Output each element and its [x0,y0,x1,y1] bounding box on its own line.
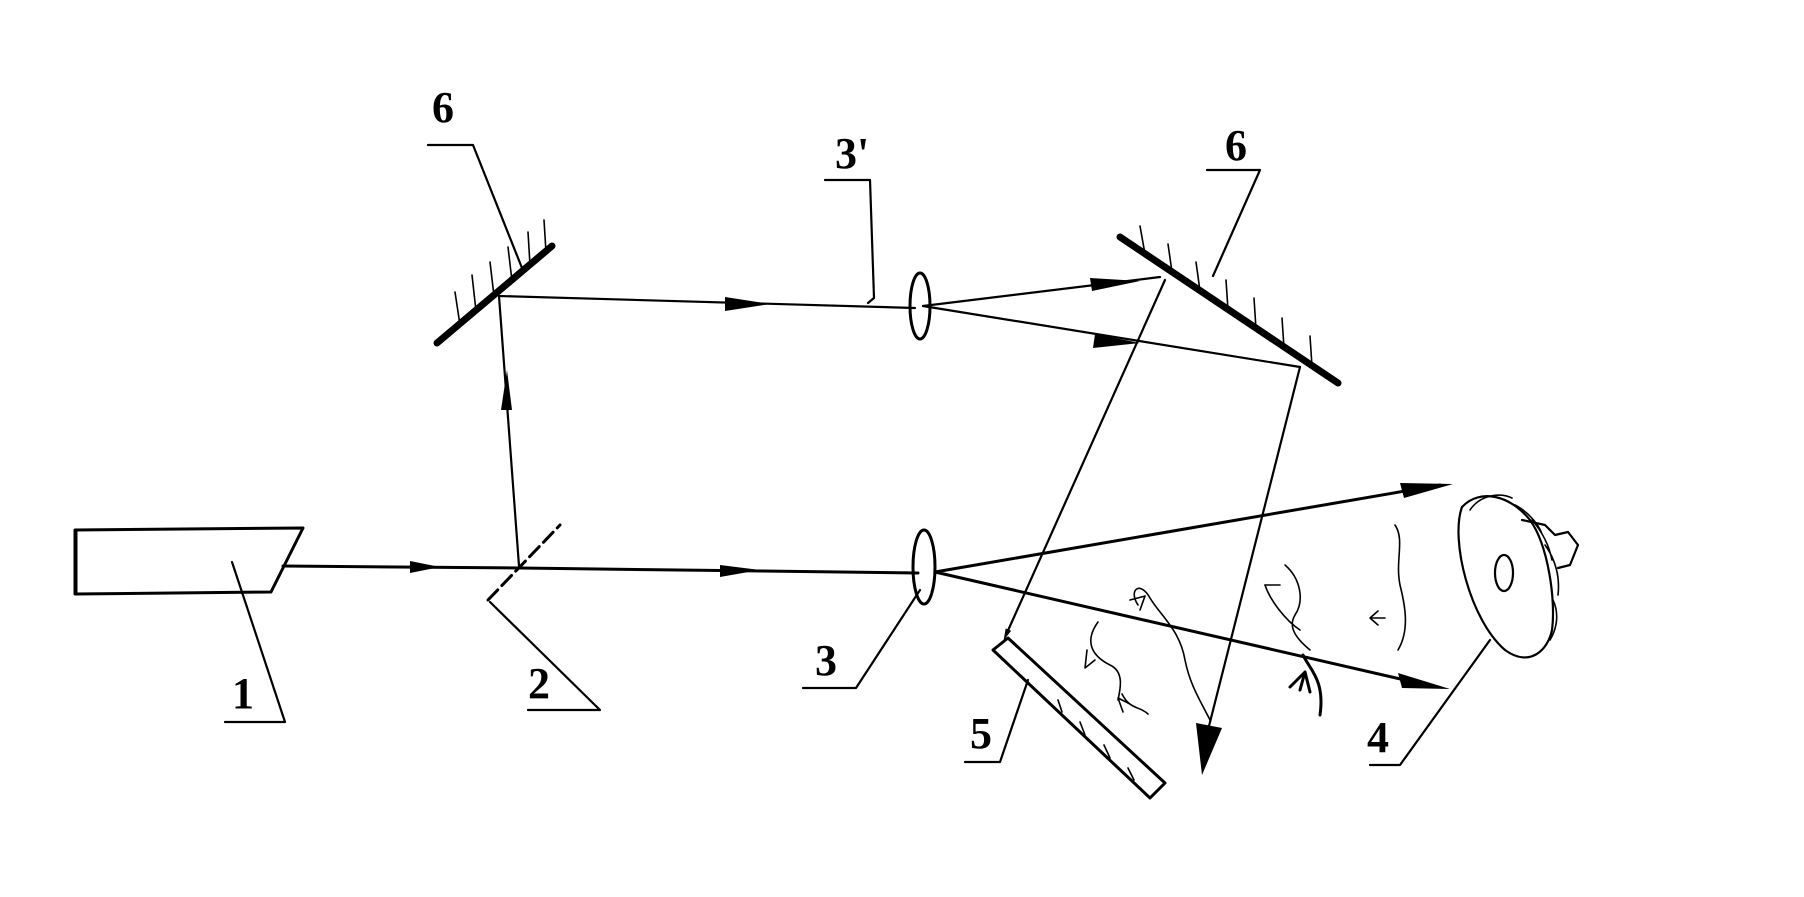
beam-arrow-3 [501,370,512,410]
lens-object [911,528,937,606]
label-plate: 5 [970,709,992,758]
leader-lines [223,143,1492,767]
beam-arrow-7 [1196,723,1222,775]
mirror-left [433,219,556,347]
beam-splitter-to-lens3 [518,566,920,575]
beam-arrow-4 [725,297,770,311]
label-mirror-right: 6 [1225,121,1247,170]
beam-mirror-to-plate [1003,278,1167,641]
beam-arrow-5 [1090,278,1140,291]
laser-source [73,526,305,596]
beam-arrow-6 [1093,334,1140,348]
scattered-wave-thick [1301,653,1323,717]
label-laser: 1 [232,669,254,718]
scattered-waves [1084,524,1407,721]
label-beam-splitter: 2 [528,659,550,708]
beam-arrow-8 [1400,483,1453,498]
label-object: 4 [1367,713,1389,762]
beam-splitter [486,523,562,602]
scattered-wave-arrow [1288,670,1312,694]
beam-mirror-left-to-lens3prime [497,294,917,310]
mirror-right [1116,225,1342,387]
beam-arrow-9 [1398,673,1450,689]
beam-lens3-to-object-lower [933,570,1420,685]
label-lens-object: 3 [815,636,837,685]
label-lens-reference: 3' [835,129,869,178]
object [1457,494,1580,659]
label-mirror-left: 6 [432,83,454,132]
beam-lens3-to-object-upper [933,483,1442,574]
beam-arrow-1 [410,561,440,573]
beam-arrow-2 [720,565,760,577]
beam-lens3prime-to-mirror-lower [921,304,1302,369]
beam-laser-to-splitter [281,564,522,570]
beam-mirror-to-bottom [1206,365,1302,732]
photographic-plate [991,636,1167,800]
beam-splitter-to-mirror-left [497,294,521,568]
